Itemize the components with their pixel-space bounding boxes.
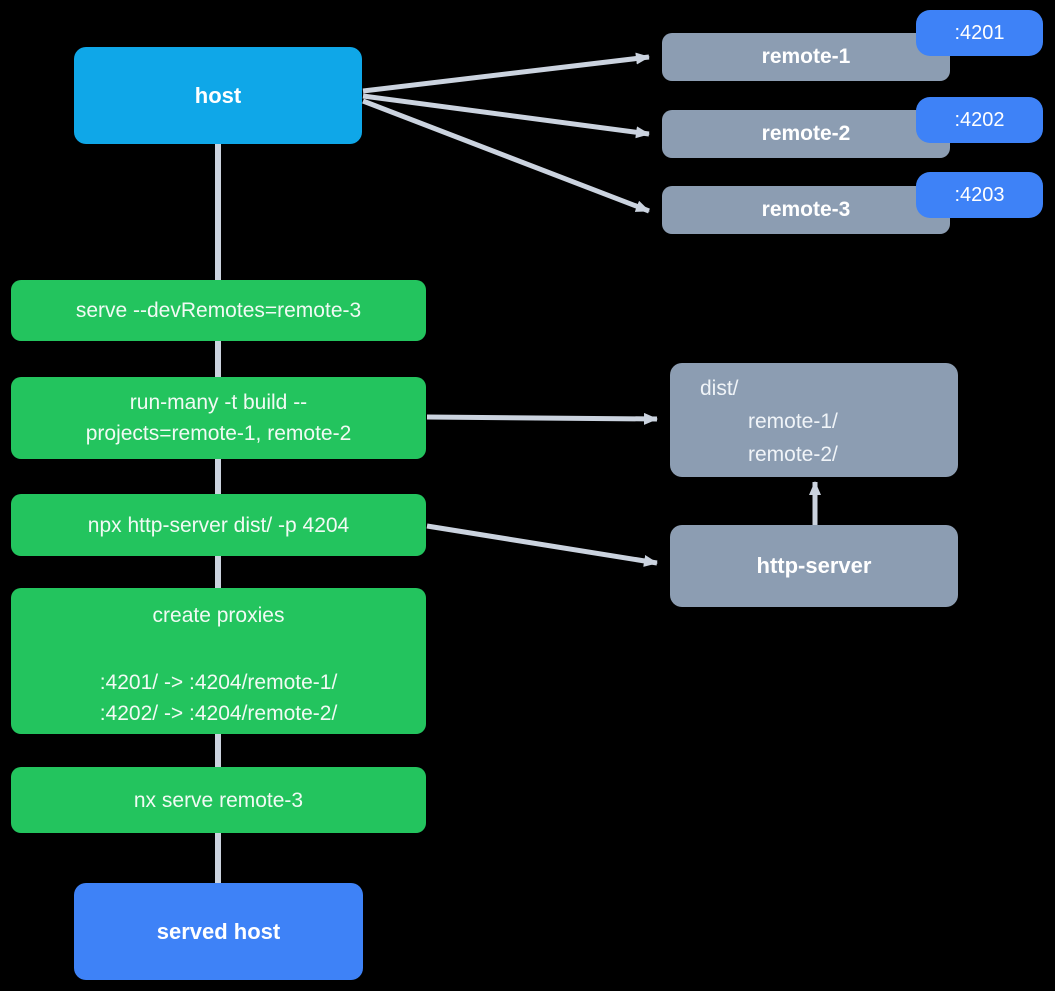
proxy-mapping-1: :4201/ -> :4204/remote-1/	[99, 671, 338, 694]
command-npx-http-server: npx http-server dist/ -p 4204	[11, 494, 426, 556]
dist-remote-1-label: remote-1/	[748, 410, 838, 433]
port-badge-4201-label: :4201	[954, 21, 1005, 44]
remote-1-label: remote-1	[761, 45, 851, 68]
connector-host-to-remote-2	[362, 93, 650, 139]
connector-npx-to-http-server	[426, 523, 658, 567]
command-npx-http-server-label: npx http-server dist/ -p 4204	[87, 513, 350, 537]
connector-host-to-remote-3	[362, 98, 650, 214]
http-server-node: http-server	[670, 525, 958, 607]
served-host-node: served host	[74, 883, 363, 980]
proxy-mapping-2: :4202/ -> :4204/remote-2/	[99, 702, 338, 725]
dist-folder-node: dist/ remote-1/ remote-2/	[670, 363, 958, 477]
port-badge-4202-label: :4202	[954, 108, 1005, 131]
port-badge-4202: :4202	[916, 97, 1043, 143]
create-proxies-title: create proxies	[152, 604, 285, 627]
port-badge-4203: :4203	[916, 172, 1043, 218]
host-label: host	[194, 82, 242, 108]
command-run-many-line-1: run-many -t build --	[129, 391, 308, 414]
host-node: host	[74, 47, 362, 144]
port-badge-4201: :4201	[916, 10, 1043, 56]
command-create-proxies: create proxies :4201/ -> :4204/remote-1/…	[11, 588, 426, 734]
command-serve-devremotes-label: serve --devRemotes=remote-3	[75, 299, 362, 322]
command-nx-serve-remote-3-label: nx serve remote-3	[133, 788, 304, 812]
connector-host-to-remote-1	[362, 52, 650, 94]
command-nx-serve-remote-3: nx serve remote-3	[11, 767, 426, 833]
dist-remote-2-label: remote-2/	[748, 443, 838, 466]
served-host-label: served host	[156, 918, 281, 944]
remote-2-label: remote-2	[761, 122, 851, 145]
connector-build-to-dist	[426, 412, 658, 425]
remote-3-label: remote-3	[761, 198, 851, 221]
command-run-many-build: run-many -t build -- projects=remote-1, …	[11, 377, 426, 459]
http-server-label: http-server	[756, 553, 872, 578]
remote-1-node: remote-1	[662, 33, 950, 81]
dist-root-label: dist/	[700, 377, 739, 400]
command-serve-devremotes: serve --devRemotes=remote-3	[11, 280, 426, 341]
remote-3-node: remote-3	[662, 186, 950, 234]
remote-2-node: remote-2	[662, 110, 950, 158]
port-badge-4203-label: :4203	[954, 183, 1005, 206]
command-run-many-line-2: projects=remote-1, remote-2	[85, 422, 352, 445]
